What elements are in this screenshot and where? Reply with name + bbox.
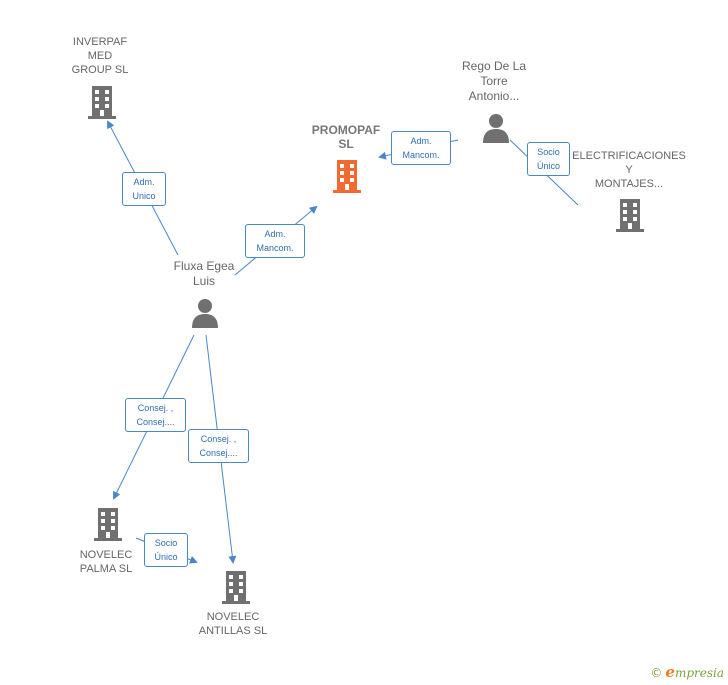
node-label-line: Rego De La bbox=[461, 59, 527, 73]
edge-label-fluxa-promopaf[interactable]: Adm. Mancom. bbox=[245, 224, 305, 258]
node-label-line: NOVELEC bbox=[206, 611, 260, 623]
node-label-line: Fluxa Egea bbox=[173, 259, 235, 273]
node-label-line: Luis bbox=[192, 274, 216, 288]
building-icon[interactable] bbox=[221, 569, 251, 605]
edge-label-line: Único bbox=[154, 552, 178, 562]
edge-label-line: Adm. bbox=[410, 136, 432, 146]
node-label-electrificaciones[interactable]: ELECTRIFICACIONES Y MONTAJES... bbox=[572, 149, 686, 191]
edge-label-line: Socio bbox=[537, 147, 560, 157]
brand-name: mpresia bbox=[674, 666, 724, 680]
node-label-line: Torre bbox=[480, 74, 508, 88]
edge-label-palma-antillas[interactable]: Socio Único bbox=[144, 533, 188, 567]
edge-label-rego-electrificaciones[interactable]: Socio Único bbox=[527, 142, 570, 176]
node-label-line: NOVELEC bbox=[79, 549, 133, 561]
node-label-line: PROMOPAF bbox=[311, 123, 381, 137]
node-label-novelec-palma[interactable]: NOVELEC PALMA SL bbox=[80, 548, 133, 576]
edge-label-fluxa-antillas[interactable]: Consej. , Consej.... bbox=[188, 429, 249, 463]
node-label-line: ANTILLAS SL bbox=[198, 625, 268, 637]
node-label-line: INVERPAF bbox=[72, 36, 128, 48]
edge-label-fluxa-inverpaf[interactable]: Adm. Unico bbox=[122, 172, 166, 206]
node-label-line: Antonio... bbox=[468, 89, 520, 103]
node-label-line: SL bbox=[338, 137, 354, 151]
node-label-line: MED bbox=[87, 50, 113, 62]
edge-label-line: Único bbox=[536, 161, 560, 171]
node-label-line: Y bbox=[625, 164, 633, 176]
building-icon[interactable] bbox=[332, 158, 362, 194]
person-icon[interactable] bbox=[481, 113, 511, 143]
node-label-inverpaf[interactable]: INVERPAF MED GROUP SL bbox=[72, 35, 129, 77]
brand-initial: e bbox=[665, 663, 675, 681]
edge-label-line: Adm. bbox=[264, 229, 286, 239]
person-icon[interactable] bbox=[190, 298, 220, 328]
edge-label-line: Unico bbox=[132, 191, 156, 201]
node-label-line: GROUP SL bbox=[71, 64, 129, 76]
node-label-novelec-antillas[interactable]: NOVELEC ANTILLAS SL bbox=[199, 610, 267, 638]
edge-label-line: Adm. bbox=[133, 177, 155, 187]
building-icon[interactable] bbox=[93, 506, 123, 542]
building-icon[interactable] bbox=[87, 84, 117, 120]
edge-label-line: Consej. , bbox=[137, 403, 174, 413]
edge-label-rego-promopaf[interactable]: Adm. Mancom. bbox=[391, 131, 451, 165]
building-icon[interactable] bbox=[615, 197, 645, 233]
node-label-fluxa[interactable]: Fluxa Egea Luis bbox=[174, 259, 235, 289]
edge-label-line: Consej. , bbox=[200, 434, 237, 444]
edge-label-line: Consej.... bbox=[199, 448, 238, 458]
edge-label-line: Mancom. bbox=[402, 150, 440, 160]
node-label-promopaf[interactable]: PROMOPAF SL bbox=[312, 123, 380, 151]
edge-label-line: Consej.... bbox=[136, 417, 175, 427]
node-label-line: MONTAJES... bbox=[594, 178, 664, 190]
edge-label-line: Socio bbox=[154, 538, 178, 548]
edge-label-line: Mancom. bbox=[256, 243, 294, 253]
node-label-line: ELECTRIFICACIONES bbox=[572, 150, 686, 162]
copyright-icon: © bbox=[650, 666, 663, 680]
brand-logo: ©empresia bbox=[650, 663, 724, 681]
node-label-line: PALMA SL bbox=[79, 563, 133, 575]
edge-label-fluxa-palma[interactable]: Consej. , Consej.... bbox=[125, 398, 186, 432]
node-label-rego[interactable]: Rego De La Torre Antonio... bbox=[462, 59, 526, 104]
